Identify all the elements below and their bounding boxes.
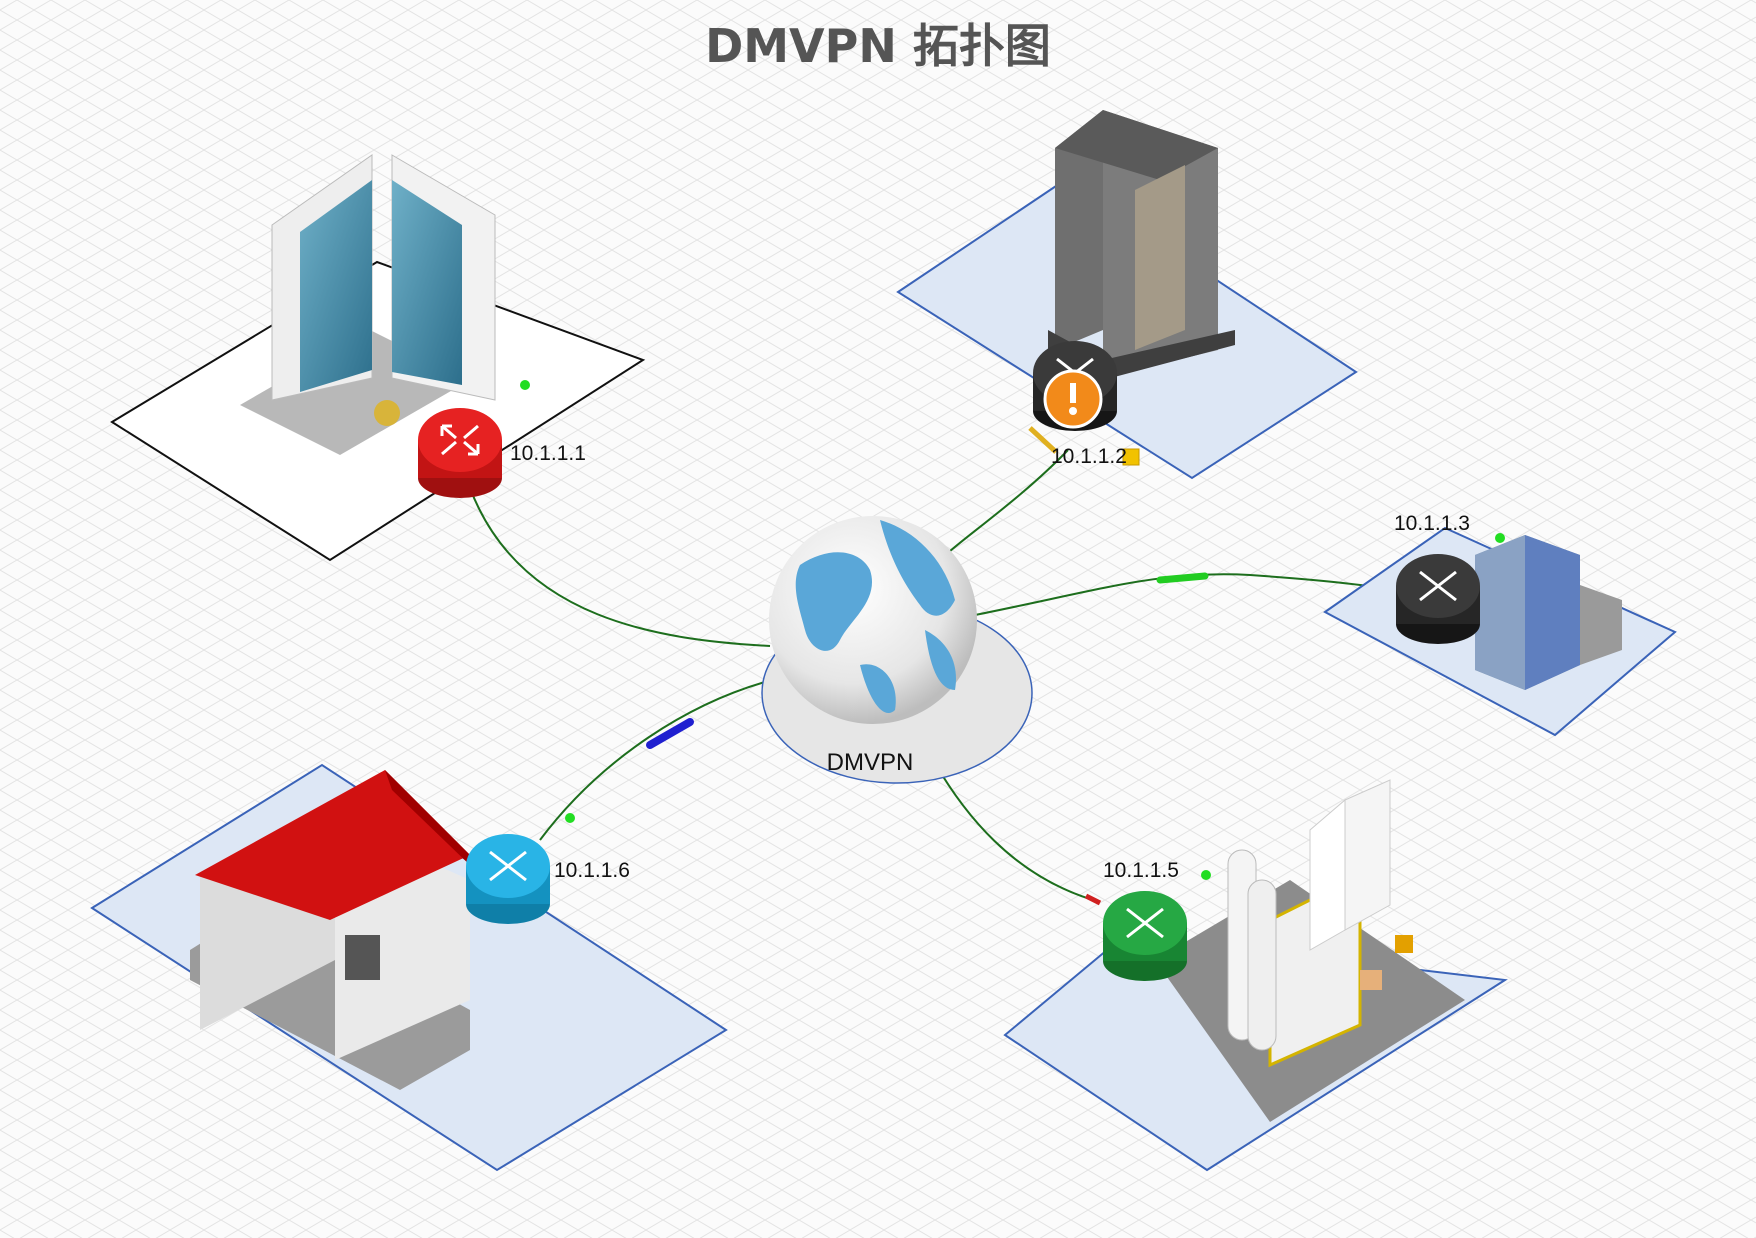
router-ip-n2: 10.1.1.2 <box>1051 445 1127 468</box>
site-n5 <box>1003 779 1508 1172</box>
router-arrows-icon <box>440 424 480 456</box>
router-n2[interactable]: 10.1.1.2 <box>1033 341 1140 468</box>
office-block-icon <box>1475 535 1622 690</box>
router-ip-n6: 10.1.1.6 <box>554 859 630 882</box>
forklift-icon <box>1395 935 1413 953</box>
house-door-icon <box>345 935 380 980</box>
status-dot-n5 <box>1201 870 1211 880</box>
router-ip-n1: 10.1.1.1 <box>510 442 586 465</box>
router-n3[interactable]: 10.1.1.3 <box>1394 512 1480 644</box>
link-n6-traffic <box>646 718 694 749</box>
router-ip-n3: 10.1.1.3 <box>1394 512 1470 535</box>
link-n1[interactable] <box>469 487 771 647</box>
router-n1[interactable]: 10.1.1.1 <box>418 408 586 498</box>
router-n5[interactable]: 10.1.1.5 <box>1103 859 1187 981</box>
status-dot-n3 <box>1495 533 1505 543</box>
router-arrows-icon <box>1419 570 1457 602</box>
router-arrows-icon <box>1126 907 1164 939</box>
link-n6[interactable] <box>539 677 781 841</box>
router-ip-n5: 10.1.1.5 <box>1103 859 1179 882</box>
status-dot-n1 <box>520 380 530 390</box>
sculpture-icon <box>374 400 400 426</box>
status-dot-n6 <box>565 813 575 823</box>
site-n1 <box>110 154 646 562</box>
warning-icon <box>1043 369 1103 429</box>
link-n5-traffic <box>1084 893 1102 906</box>
house-icon <box>190 770 475 1090</box>
hub-label: DMVPN <box>827 749 914 776</box>
twin-tower-icon <box>271 154 496 426</box>
link-n3-traffic <box>1156 572 1209 584</box>
diagram-title: DMVPN 拓扑图 <box>705 19 1051 73</box>
site-n6 <box>90 763 728 1172</box>
link-n3[interactable] <box>974 573 1391 616</box>
crate-icon <box>1360 970 1382 990</box>
factory-icon <box>1155 779 1465 1122</box>
router-arrows-icon <box>489 850 527 882</box>
note-icon <box>1122 448 1140 466</box>
globe-icon <box>769 516 977 724</box>
link-n2-warning-segment <box>1028 426 1058 454</box>
chimney-2 <box>1247 879 1277 1051</box>
office-tower-icon <box>1048 110 1235 380</box>
dmvpn-hub[interactable]: DMVPN <box>761 516 1033 784</box>
links <box>469 426 1391 906</box>
router-n6[interactable]: 10.1.1.6 <box>466 834 630 924</box>
